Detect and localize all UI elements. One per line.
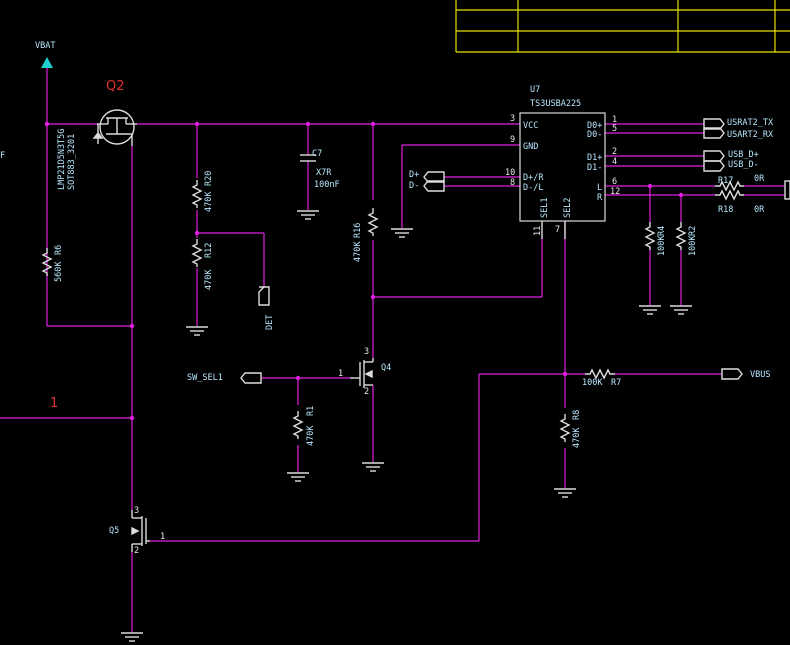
- u7-pin-dm-l: D-/L: [523, 183, 543, 193]
- wires: [0, 68, 785, 632]
- pin-num-2: 2: [612, 147, 617, 157]
- vbat-label: VBAT: [35, 41, 55, 51]
- c7-ref: C7: [312, 149, 322, 159]
- pin-num-4: 4: [612, 157, 617, 167]
- r2-value: 100K: [688, 235, 698, 256]
- u7-pin-gnd: GND: [523, 142, 538, 152]
- r17-value: 0R: [754, 174, 765, 184]
- net-1-label: 1: [50, 396, 58, 411]
- pin-num-7: 7: [555, 225, 560, 235]
- q2-part-label: LMP21D5N3T5G: [57, 129, 67, 190]
- c7-type: X7R: [316, 168, 332, 178]
- q4-ref: Q4: [381, 363, 391, 373]
- r20-resistor: [192, 179, 202, 209]
- u7-ic: [519, 112, 606, 239]
- r16-ref: R16: [353, 223, 363, 238]
- q2-ref-label: Q2: [106, 79, 125, 94]
- q2-package-label: SOT883_3201: [67, 134, 77, 190]
- r4-value: 100K: [657, 235, 667, 256]
- usb-dm-label: USB_D-: [728, 160, 759, 170]
- u7-pin-vcc: VCC: [523, 121, 538, 131]
- u7-pin-d1m: D1-: [587, 163, 602, 173]
- pin-num-5: 5: [612, 124, 617, 134]
- text-labels: VBAT Q2 LMP21D5N3T5G SOT883_3201 F 1 R6 …: [0, 41, 774, 556]
- r2-resistor: [676, 221, 686, 251]
- usart-rx-label: USART2_RX: [727, 130, 774, 140]
- pin-num-6: 6: [612, 177, 617, 187]
- r7-ref: R7: [611, 378, 621, 388]
- usb-dp-label: USB_D+: [728, 150, 759, 160]
- r12-resistor: [192, 238, 202, 268]
- pin-num-10: 10: [505, 168, 515, 178]
- r4-ref: R4: [657, 226, 667, 236]
- pin-num-8: 8: [510, 178, 515, 188]
- r6-ref: R6: [54, 245, 64, 255]
- q4-pin-2: 2: [364, 387, 369, 397]
- sw-sel1-label: SW_SEL1: [187, 373, 223, 383]
- r1-ref: R1: [306, 406, 316, 416]
- r1-resistor: [293, 410, 303, 440]
- c7-value: 100nF: [314, 180, 340, 190]
- vbus-label: VBUS: [750, 370, 770, 380]
- r8-value: 470K: [572, 427, 582, 448]
- left-edge-f-label: F: [0, 151, 5, 161]
- pin-num-12: 12: [610, 187, 620, 197]
- resistors: [42, 179, 744, 443]
- pin-num-3: 3: [510, 114, 515, 124]
- u7-pin-d0m: D0-: [587, 130, 602, 140]
- c7-capacitor: [300, 154, 316, 162]
- u7-pin-sel1: SEL1: [540, 198, 550, 218]
- q4-pin-3: 3: [364, 347, 369, 357]
- vbat-power-arrow: [41, 57, 53, 68]
- r12-ref: R12: [204, 243, 214, 258]
- port-connectors: [240, 118, 790, 384]
- r2-ref: R2: [688, 226, 698, 236]
- r7-value: 100K: [582, 378, 603, 388]
- junctions: [44, 121, 684, 421]
- q5-ref: Q5: [109, 526, 119, 536]
- u7-pin-dp-r: D+/R: [523, 173, 544, 183]
- det-label: DET: [265, 315, 275, 330]
- q4-pin-1: 1: [338, 369, 343, 379]
- r20-ref: R20: [204, 171, 214, 186]
- title-block: [455, 0, 790, 53]
- q2-mosfet: [92, 109, 137, 146]
- pin-num-11: 11: [533, 226, 543, 236]
- r4-resistor: [645, 221, 655, 251]
- r20-value: 470K: [204, 191, 214, 212]
- r18-ref: R18: [718, 205, 733, 215]
- q4-mosfet: [350, 358, 374, 388]
- u7-pin-r: R: [597, 193, 603, 203]
- r16-value: 470K: [353, 241, 363, 262]
- d-plus-label: D+: [409, 170, 419, 180]
- r6-value: 560K: [54, 261, 64, 282]
- r8-ref: R8: [572, 410, 582, 420]
- q5-mosfet: [131, 510, 150, 552]
- r12-value: 470K: [204, 269, 214, 290]
- r17-ref: R17: [718, 176, 733, 186]
- pin-num-1: 1: [612, 115, 617, 125]
- usart-tx-label: USRAT2_TX: [727, 118, 774, 128]
- u7-pin-d1p: D1+: [587, 153, 602, 163]
- q5-pin-3: 3: [134, 506, 139, 516]
- u7-ref: U7: [530, 85, 540, 95]
- r16-resistor: [368, 207, 378, 237]
- pin-num-9: 9: [510, 135, 515, 145]
- d-minus-label: D-: [409, 181, 419, 191]
- r18-value: 0R: [754, 205, 765, 215]
- u7-pin-sel2: SEL2: [563, 198, 573, 218]
- q5-pin-2: 2: [134, 546, 139, 556]
- u7-part: TS3USBA225: [530, 99, 581, 109]
- q5-pin-1: 1: [160, 532, 165, 542]
- r1-value: 470K: [306, 425, 316, 446]
- u7-pin-l: L: [597, 183, 602, 193]
- r8-resistor: [560, 413, 570, 443]
- u7-pin-d0p: D0+: [587, 121, 602, 131]
